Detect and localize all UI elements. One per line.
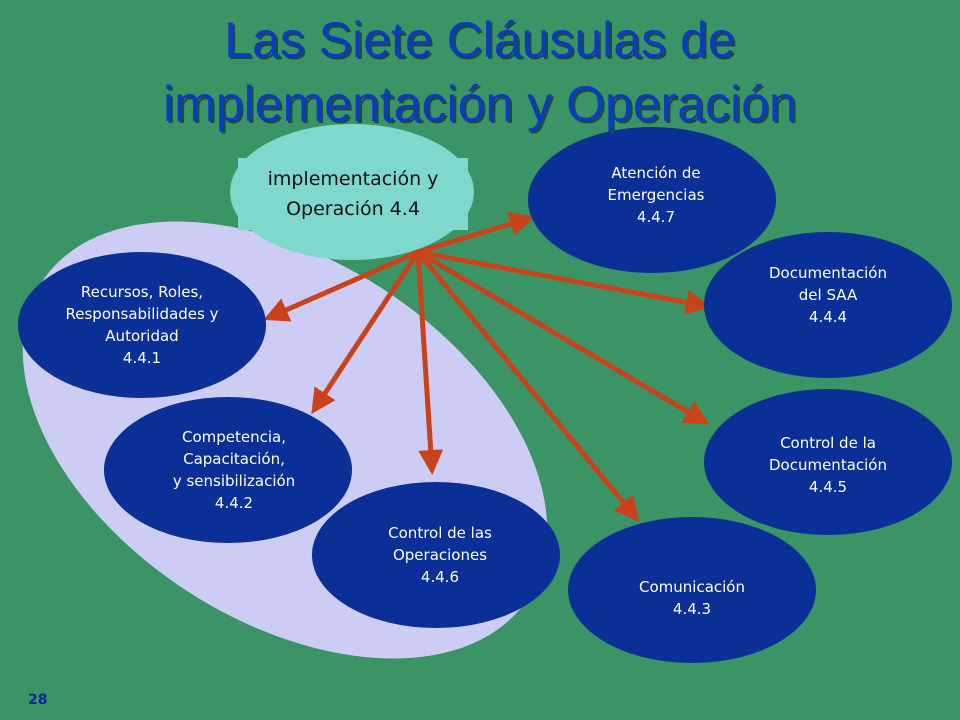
node-control-operaciones-line-2: Operaciones: [392, 546, 488, 564]
node-control-documentacion-line-1: Control de la: [780, 434, 876, 452]
node-documentacion-code: 4.4.4: [808, 308, 848, 326]
node-competencia-line-1: Competencia,: [181, 428, 286, 446]
arrow-to-control-documentacion: [416, 249, 710, 425]
node-recursos-line-2: Responsabilidades y: [65, 305, 219, 323]
node-comunicacion-line-1: Comunicación: [639, 578, 745, 596]
node-recursos-line-3: Autoridad: [105, 327, 179, 345]
arrow-to-control-operaciones: [415, 251, 444, 475]
node-atencion-line-2: Emergencias: [607, 186, 705, 204]
arrow-to-comunicacion: [416, 250, 640, 522]
node-comunicacion: Comunicación 4.4.3: [588, 570, 796, 626]
node-ellipse-control-operaciones: [312, 482, 560, 628]
node-atencion-code: 4.4.7: [636, 208, 676, 226]
node-control-documentacion-line-2: Documentación: [768, 456, 887, 474]
node-ellipse-competencia: [104, 397, 352, 543]
center-label-box: [238, 158, 468, 230]
center-label-line-2: Operación 4.4: [286, 198, 420, 220]
node-recursos-code: 4.4.1: [122, 349, 162, 367]
node-control-operaciones-code: 4.4.6: [420, 568, 460, 586]
node-competencia-line-2: Capacitación,: [183, 450, 285, 468]
node-atencion: Atención de Emergencias 4.4.7: [552, 155, 760, 235]
node-atencion-line-1: Atención de: [611, 164, 701, 182]
node-control-operaciones: Control de las Operaciones 4.4.6: [336, 515, 544, 595]
node-documentacion: Documentación del SAA 4.4.4: [724, 255, 932, 335]
node-documentacion-line-1: Documentación: [768, 264, 887, 282]
page-number: 28: [28, 692, 48, 708]
node-control-documentacion: Control de la Documentación 4.4.5: [724, 425, 932, 505]
center-label: implementación y Operación 4.4: [238, 158, 468, 230]
arrow-to-recursos: [263, 249, 420, 322]
arrow-to-competencia: [311, 250, 421, 415]
node-ellipse-control-documentacion: [704, 389, 952, 535]
node-control-documentacion-code: 4.4.5: [808, 478, 848, 496]
node-comunicacion-code: 4.4.3: [672, 600, 712, 618]
arrow-to-documentacion: [417, 249, 711, 315]
node-competencia-line-3: y sensibilización: [172, 472, 296, 490]
node-ellipse-atencion: [528, 127, 776, 273]
title-line-2: implementación y Operación: [163, 76, 797, 132]
node-ellipse-recursos: [18, 252, 266, 398]
node-competencia-code: 4.4.2: [214, 494, 254, 512]
node-ellipse-documentacion: [704, 232, 952, 378]
node-recursos-line-1: Recursos, Roles,: [80, 283, 204, 301]
node-recursos: Recursos, Roles, Responsabilidades y Aut…: [38, 275, 246, 375]
arrow-to-atencion: [417, 211, 535, 255]
node-ellipse-comunicacion: [568, 517, 816, 663]
title-line-1: Las Siete Cláusulas de: [224, 12, 736, 68]
node-documentacion-line-2: del SAA: [798, 286, 858, 304]
node-competencia: Competencia, Capacitación, y sensibiliza…: [130, 425, 338, 515]
arrows: [263, 211, 711, 522]
node-control-operaciones-line-1: Control de las: [388, 524, 492, 542]
center-label-line-1: implementación y: [267, 168, 439, 190]
